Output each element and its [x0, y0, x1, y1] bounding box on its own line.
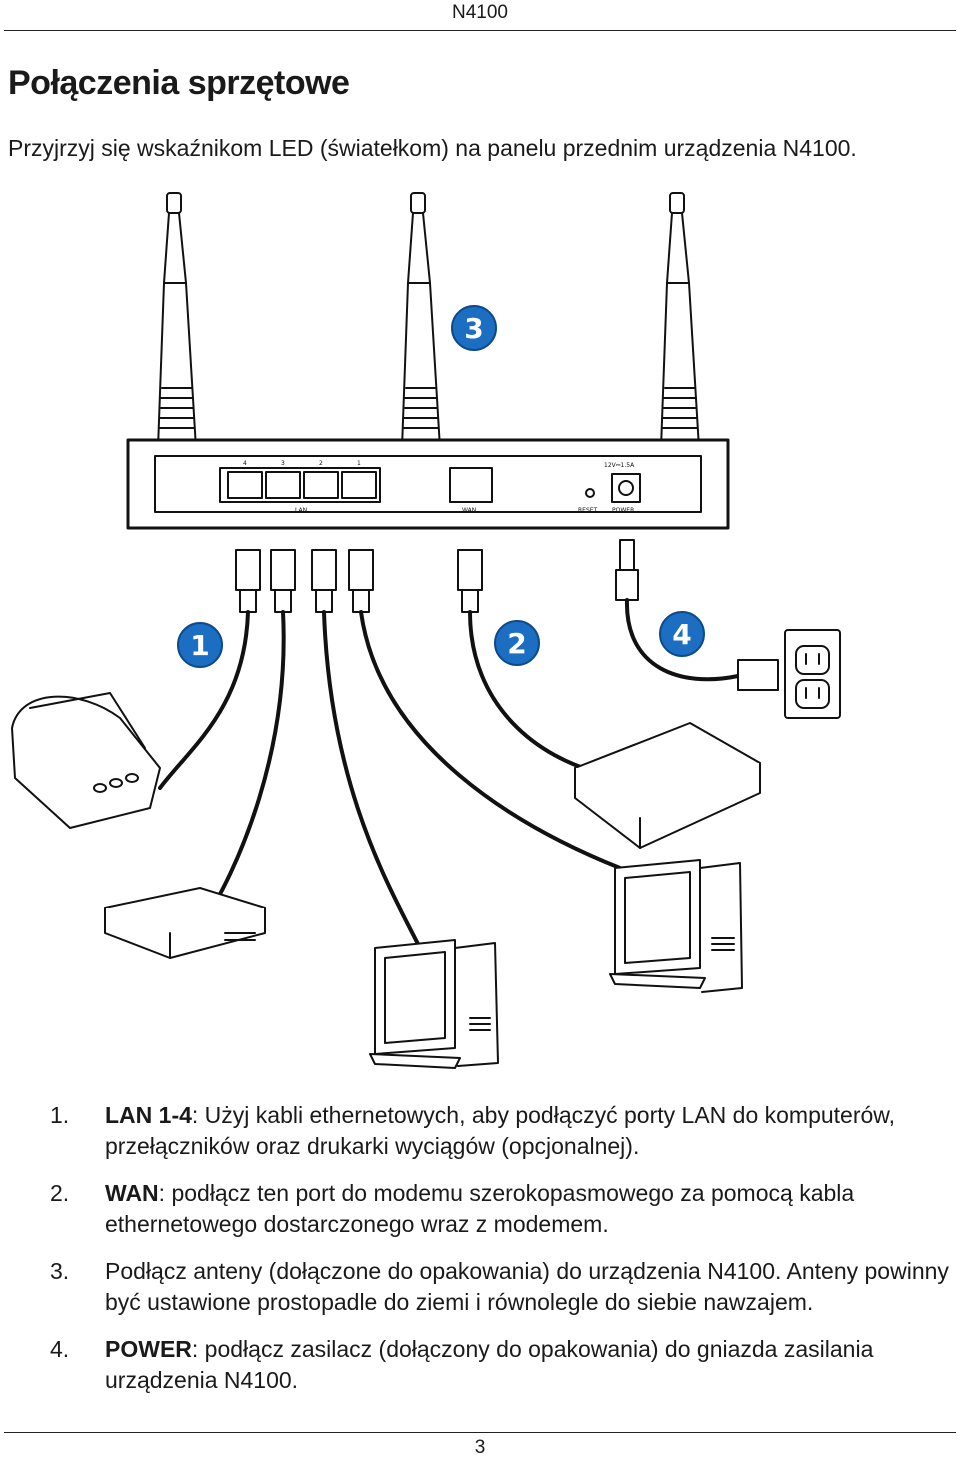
hardware-connections-diagram: 4 3 2 1 LAN WAN RESET POWER 12V⎓1.5A [11, 192, 841, 1069]
intro-text: Przyjrzyj się wskaźnikom LED (światełkom… [8, 135, 857, 161]
header-title: N4100 [452, 2, 508, 23]
lan-cables [158, 549, 622, 950]
list-number: 4. [50, 1336, 70, 1362]
list-number: 3. [50, 1258, 70, 1284]
network-switch [104, 887, 266, 959]
port-label-2: 2 [319, 460, 323, 467]
lan-label: LAN [295, 507, 307, 514]
svg-text:3: 3 [464, 312, 483, 345]
header-rule [4, 30, 956, 31]
list-text: : Użyj kabli ethernetowych, aby podłączy… [105, 1102, 896, 1159]
svg-text:2: 2 [507, 627, 526, 660]
list-item: 3. Podłącz anteny (dołączone do opakowani… [50, 1256, 950, 1318]
receipt-printer [11, 692, 161, 829]
page-title: Połączenia sprzętowe [8, 64, 350, 102]
power-spec-label: 12V⎓1.5A [604, 462, 635, 469]
port-label-3: 3 [281, 460, 285, 467]
list-key: WAN [105, 1180, 159, 1206]
router-back-panel [126, 438, 730, 530]
list-text: Podłącz anteny (dołączone do opakowania)… [105, 1258, 949, 1315]
list-item: 4. POWER: podłącz zasilacz (dołączony do … [50, 1334, 950, 1396]
power-cable [615, 539, 779, 691]
port-label-4: 4 [243, 460, 247, 467]
callout-3: 3 [451, 305, 497, 351]
list-text: : podłącz ten port do modemu szerokopasm… [105, 1180, 855, 1237]
list-number: 1. [50, 1102, 70, 1128]
wan-cable [457, 549, 602, 775]
power-label: POWER [612, 507, 634, 514]
footer-rule [4, 1432, 956, 1433]
reset-label: RESET [578, 507, 598, 514]
callout-1: 1 [177, 622, 223, 668]
list-key: POWER [105, 1336, 192, 1362]
list-number: 2. [50, 1180, 70, 1206]
port-label-1: 1 [357, 460, 361, 467]
svg-text:1: 1 [190, 629, 209, 662]
connection-steps-list: 1. LAN 1-4: Użyj kabli ethernetowych, aby… [50, 1100, 950, 1412]
list-item: 1. LAN 1-4: Użyj kabli ethernetowych, aby… [50, 1100, 950, 1162]
computer-right [609, 859, 743, 993]
list-item: 2. WAN: podłącz ten port do modemu szerok… [50, 1178, 950, 1240]
broadband-modem [574, 722, 761, 849]
wan-label: WAN [462, 507, 476, 514]
page-number: 3 [474, 1437, 486, 1458]
callout-2: 2 [494, 620, 540, 666]
callout-4: 4 [659, 611, 705, 657]
page-header: N4100 [0, 0, 960, 30]
list-text: : podłącz zasilacz (dołączony do opakowa… [105, 1336, 874, 1393]
computer-left [369, 939, 499, 1069]
wall-outlet [784, 629, 841, 719]
svg-text:4: 4 [672, 618, 691, 651]
list-key: LAN 1-4 [105, 1102, 192, 1128]
